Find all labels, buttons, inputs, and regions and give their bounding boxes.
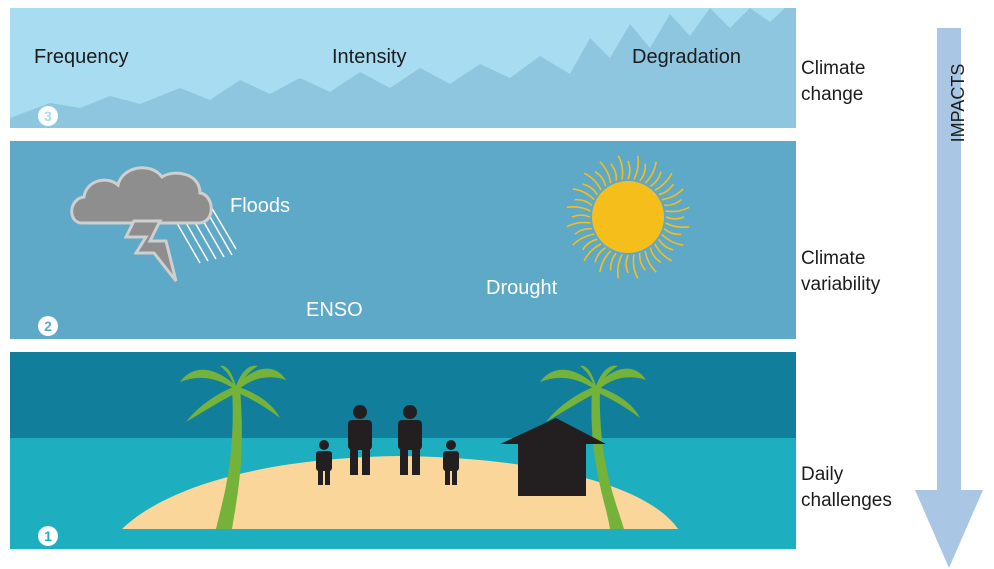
palm-tree-left-icon: [180, 365, 286, 529]
sun-ray: [658, 238, 674, 251]
palm-tree-right-icon: [540, 365, 646, 529]
island-graphic: [10, 352, 796, 529]
child-right-icon: [443, 440, 459, 485]
sun-ray: [616, 254, 623, 279]
sun-ray: [654, 172, 673, 191]
enso-label: ENSO: [306, 299, 363, 321]
sun-ray: [610, 163, 618, 181]
sun-ray: [594, 171, 607, 187]
sun-ray: [583, 243, 602, 262]
child-left-icon: [316, 440, 332, 485]
sun-ray: [639, 163, 647, 182]
sun-ray: [644, 250, 657, 273]
adult-right-icon: [398, 405, 422, 475]
sun-ray: [663, 228, 682, 236]
daily-challenges-side-label: Daily challenges: [801, 464, 892, 511]
level-3-badge: 3: [38, 106, 58, 126]
intensity-label: Intensity: [332, 46, 407, 68]
sun-ray: [658, 183, 674, 196]
hut-icon: [500, 418, 606, 496]
sun-ray: [617, 155, 624, 180]
cloud-icon: [70, 166, 213, 225]
lightning-icon: [123, 219, 178, 282]
climate-change-panel: Frequency Intensity Degradation 3: [10, 8, 796, 128]
sun-ray: [583, 172, 602, 191]
sun-ray: [574, 227, 592, 235]
frequency-label: Frequency: [34, 46, 129, 68]
sun-icon: [566, 155, 690, 279]
drought-label: Drought: [486, 277, 558, 299]
level-2-badge: 2: [38, 316, 58, 336]
sun-ray: [572, 233, 595, 246]
sun-ray: [566, 205, 591, 212]
sun-ray: [599, 250, 612, 273]
sun-ray: [625, 254, 629, 274]
degradation-label: Degradation: [632, 46, 741, 68]
impacts-label: IMPACTS: [948, 63, 968, 143]
sun-ray: [566, 221, 591, 228]
people-silhouettes: [316, 405, 459, 485]
climate-variability-side-label: Climate variability: [801, 248, 881, 295]
sun-ray: [654, 243, 673, 262]
sun-ray: [572, 188, 595, 201]
sun-ray: [594, 247, 607, 263]
sun-ray: [665, 222, 690, 229]
sun-ray: [644, 161, 657, 184]
sun-ray: [661, 188, 684, 201]
sun-ray: [633, 155, 640, 180]
sun-ray: [599, 161, 612, 184]
sun-ray: [638, 253, 646, 271]
sun-ray: [627, 160, 631, 180]
mountains: [10, 8, 796, 128]
sun-ray: [582, 238, 598, 251]
impacts-arrow: [915, 28, 983, 568]
weather-graphic: [70, 155, 690, 282]
sun-ray: [609, 252, 617, 271]
sun-ray: [571, 214, 591, 218]
sun-ray: [649, 247, 662, 263]
adult-left-icon: [348, 405, 372, 475]
daily-challenges-panel: 1: [10, 352, 796, 549]
climate-variability-panel: Floods ENSO Drought 2: [10, 141, 796, 339]
sun-ray: [665, 206, 690, 213]
sun-ray: [665, 216, 685, 220]
sun-ray: [582, 183, 598, 196]
level-1-badge: 1: [38, 526, 58, 546]
sun-ray: [574, 198, 593, 206]
sun-ray: [632, 254, 639, 279]
sun-disc: [592, 181, 664, 253]
sun-ray: [664, 199, 682, 207]
mountain-range-graphic: [10, 8, 796, 128]
sun-ray: [661, 233, 684, 246]
floods-label: Floods: [230, 195, 291, 217]
sun-ray: [649, 171, 662, 187]
climate-change-side-label: Climate change: [801, 58, 866, 105]
